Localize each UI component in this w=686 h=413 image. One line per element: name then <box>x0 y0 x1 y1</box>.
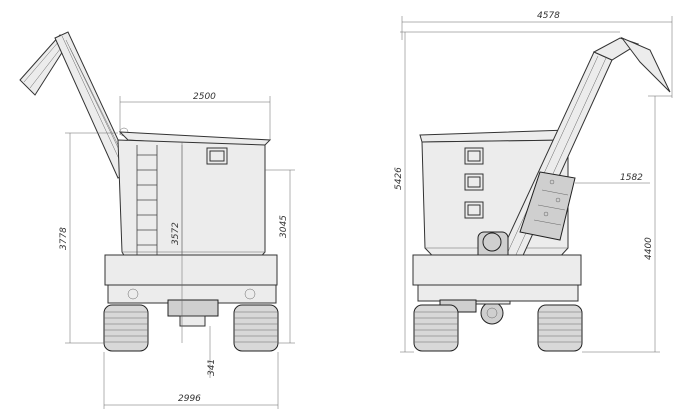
dim-label-4578: 4578 <box>537 11 560 21</box>
dim-label-2996: 2996 <box>178 394 201 404</box>
front-view: 2500 3778 3572 3045 341 2996 <box>19 31 295 409</box>
front-left-tire <box>103 304 149 352</box>
rear-view: 4578 5426 1582 4400 <box>394 11 673 353</box>
rear-auger-arm <box>499 36 671 263</box>
front-chassis <box>104 254 278 327</box>
dim-label-5426: 5426 <box>394 167 404 190</box>
dim-label-3045: 3045 <box>279 215 289 238</box>
rear-left-tire <box>413 304 459 352</box>
dim-label-4400: 4400 <box>644 237 654 260</box>
dim-label-341: 341 <box>207 359 217 376</box>
front-auger-arm <box>19 31 133 179</box>
dim-label-3572: 3572 <box>171 222 181 245</box>
rear-dimension-lines <box>400 16 673 353</box>
rear-chassis <box>412 254 582 313</box>
front-dimension-lines <box>65 96 295 409</box>
dim-label-1582: 1582 <box>620 173 643 183</box>
rear-hopper <box>419 129 571 273</box>
dim-label-3778: 3778 <box>59 227 69 250</box>
rear-right-tire <box>537 304 583 352</box>
dim-label-2500: 2500 <box>193 92 216 102</box>
front-right-tire <box>233 304 279 352</box>
